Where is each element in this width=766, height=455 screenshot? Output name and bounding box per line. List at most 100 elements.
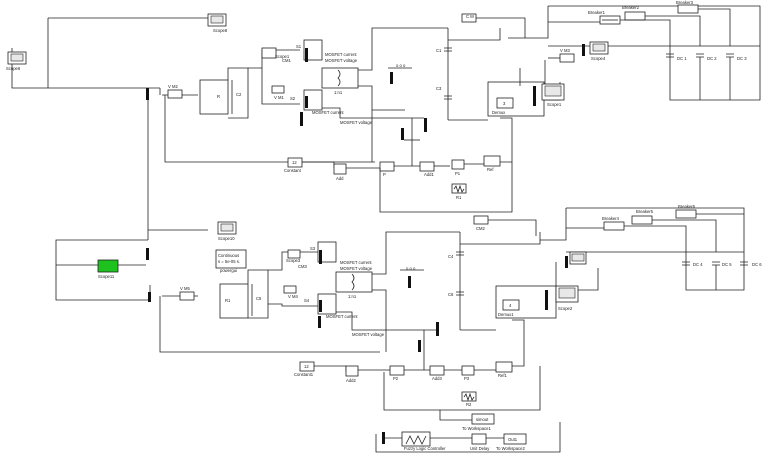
cm1-block[interactable]	[261, 47, 277, 59]
scope6-label: Scope6	[6, 66, 21, 71]
powergui-block[interactable]	[215, 249, 247, 269]
p1-label: P1	[455, 171, 461, 176]
p3-label: P3	[464, 376, 470, 381]
r2-label: R2	[466, 402, 472, 407]
mosfet-s1[interactable]	[303, 39, 323, 61]
ref-block[interactable]	[483, 155, 501, 167]
add1-block[interactable]	[419, 161, 435, 172]
mux-fuzzy	[382, 432, 385, 444]
constant-block[interactable]	[287, 157, 303, 168]
mux-scope5	[565, 256, 568, 268]
scope8-block[interactable]: Scope8	[207, 13, 228, 33]
add2-block[interactable]	[345, 365, 359, 377]
scope2-label: Scope2	[558, 306, 573, 311]
transformer-bottom[interactable]	[335, 271, 373, 293]
breaker3-label: Breaker3	[676, 0, 694, 5]
s4-label: S4	[304, 298, 310, 303]
add-block[interactable]	[333, 163, 347, 175]
demux-top-block[interactable]	[496, 97, 514, 109]
vm3-label: V M3	[560, 48, 570, 53]
cm2-label: CM2	[476, 226, 486, 231]
breaker5-block[interactable]	[631, 215, 653, 225]
mux-bottom-right	[545, 290, 548, 310]
constant1-label: Constant1	[294, 372, 314, 377]
mosfet-s2[interactable]	[303, 89, 323, 111]
demux-top-label: Demux	[492, 110, 506, 115]
mosfet-bar2	[305, 96, 308, 108]
breaker1-label: Breaker1	[588, 10, 606, 15]
to-workspace1-block[interactable]	[471, 413, 495, 425]
top-c2-label: C2	[236, 92, 242, 97]
simout-label: simout	[476, 417, 489, 422]
fuzzy-label: Fuzzy Logic Controller	[404, 446, 446, 451]
mosfet-bar4	[319, 250, 322, 264]
breaker4-label: Breaker4	[602, 216, 620, 221]
dc6-label: DC 6	[752, 262, 762, 267]
ratio-bottom: 1:n1	[348, 294, 357, 299]
scope6-block[interactable]: Scope6	[6, 51, 27, 71]
p-block[interactable]	[379, 161, 395, 172]
dc5-label: DC 5	[722, 262, 732, 267]
vm4-label: V M4	[288, 294, 298, 299]
breaker3-block[interactable]	[677, 4, 699, 14]
breaker4-block[interactable]	[603, 221, 625, 231]
c4-label: C4	[448, 254, 454, 259]
vm3-block[interactable]	[559, 53, 575, 63]
p2-label: P2	[393, 376, 399, 381]
cm2-block[interactable]	[473, 215, 489, 225]
unit-delay-block[interactable]	[471, 433, 487, 445]
cm3-block[interactable]	[287, 249, 301, 259]
mux-bar-bottom-left	[148, 292, 151, 302]
vm4-block[interactable]	[283, 285, 297, 294]
vm5-block[interactable]	[179, 291, 195, 301]
ratio-top: 1:n1	[334, 90, 343, 95]
constant1-block[interactable]	[299, 361, 315, 372]
mux-control-bottom2	[418, 340, 421, 352]
ref1-block[interactable]	[495, 361, 513, 373]
p3-block[interactable]	[461, 365, 475, 376]
mosfet-voltage-top: MOSFET voltage	[325, 58, 358, 63]
dc3-label: DC 3	[737, 56, 747, 61]
scope3-label: Scope3	[286, 258, 301, 263]
demux1-label: Demux1	[498, 312, 514, 317]
c3-label: C3	[436, 86, 442, 91]
add1-label: Add1	[424, 172, 434, 177]
transformer-top[interactable]	[321, 67, 359, 89]
dc2-label: DC 2	[707, 56, 717, 61]
cm3-label: CM3	[298, 264, 308, 269]
add3-block[interactable]	[429, 365, 445, 376]
unit-delay-label: Unit Delay	[470, 446, 490, 451]
p1-block[interactable]	[451, 159, 465, 170]
mosfet-current-top2: MOSFET current	[312, 110, 344, 115]
p-label: P	[383, 172, 386, 177]
scope4-label: Scope4	[591, 56, 606, 61]
mosfet-s4[interactable]	[317, 293, 337, 315]
c5-label: C5	[256, 296, 262, 301]
svg-text:3: 3	[503, 101, 506, 106]
scope11-block[interactable]	[97, 259, 119, 273]
top-circuit: R C2 Scope1 CM1 V M1 S1 S2 MOSFET curren…	[199, 0, 761, 213]
cm-top-label: C M	[466, 14, 474, 19]
mosfet-s3[interactable]	[317, 241, 337, 263]
vm2-block[interactable]: V M2	[167, 84, 183, 99]
breaker6-block[interactable]	[675, 209, 697, 219]
c6-label: C6	[448, 292, 454, 297]
p2-block[interactable]	[389, 365, 405, 376]
add2-label: Add2	[346, 378, 356, 383]
r1-label: R1	[456, 195, 462, 200]
dc1-label: DC 1	[677, 56, 687, 61]
mux-bar-top-left	[146, 88, 149, 100]
vm1-block[interactable]	[271, 85, 285, 94]
bottom-r1-label: R1	[225, 298, 231, 303]
scope1-right-label: Scope1	[547, 102, 562, 107]
breaker2-block[interactable]	[624, 11, 646, 21]
mosfet-current-bot: MOSFET current	[340, 260, 372, 265]
to-workspace2-block[interactable]	[503, 433, 527, 445]
demux1-block[interactable]	[502, 299, 520, 311]
mux-bar-mid-left	[146, 248, 149, 260]
top-r-label: R	[217, 94, 220, 99]
scope-cm1-label: Scope1	[275, 54, 290, 59]
svg-text:o o o: o o o	[406, 266, 416, 271]
to-workspace1-label: To Workspace1	[462, 426, 491, 431]
mosfet-voltage-top2: MOSFET voltage	[340, 120, 373, 125]
